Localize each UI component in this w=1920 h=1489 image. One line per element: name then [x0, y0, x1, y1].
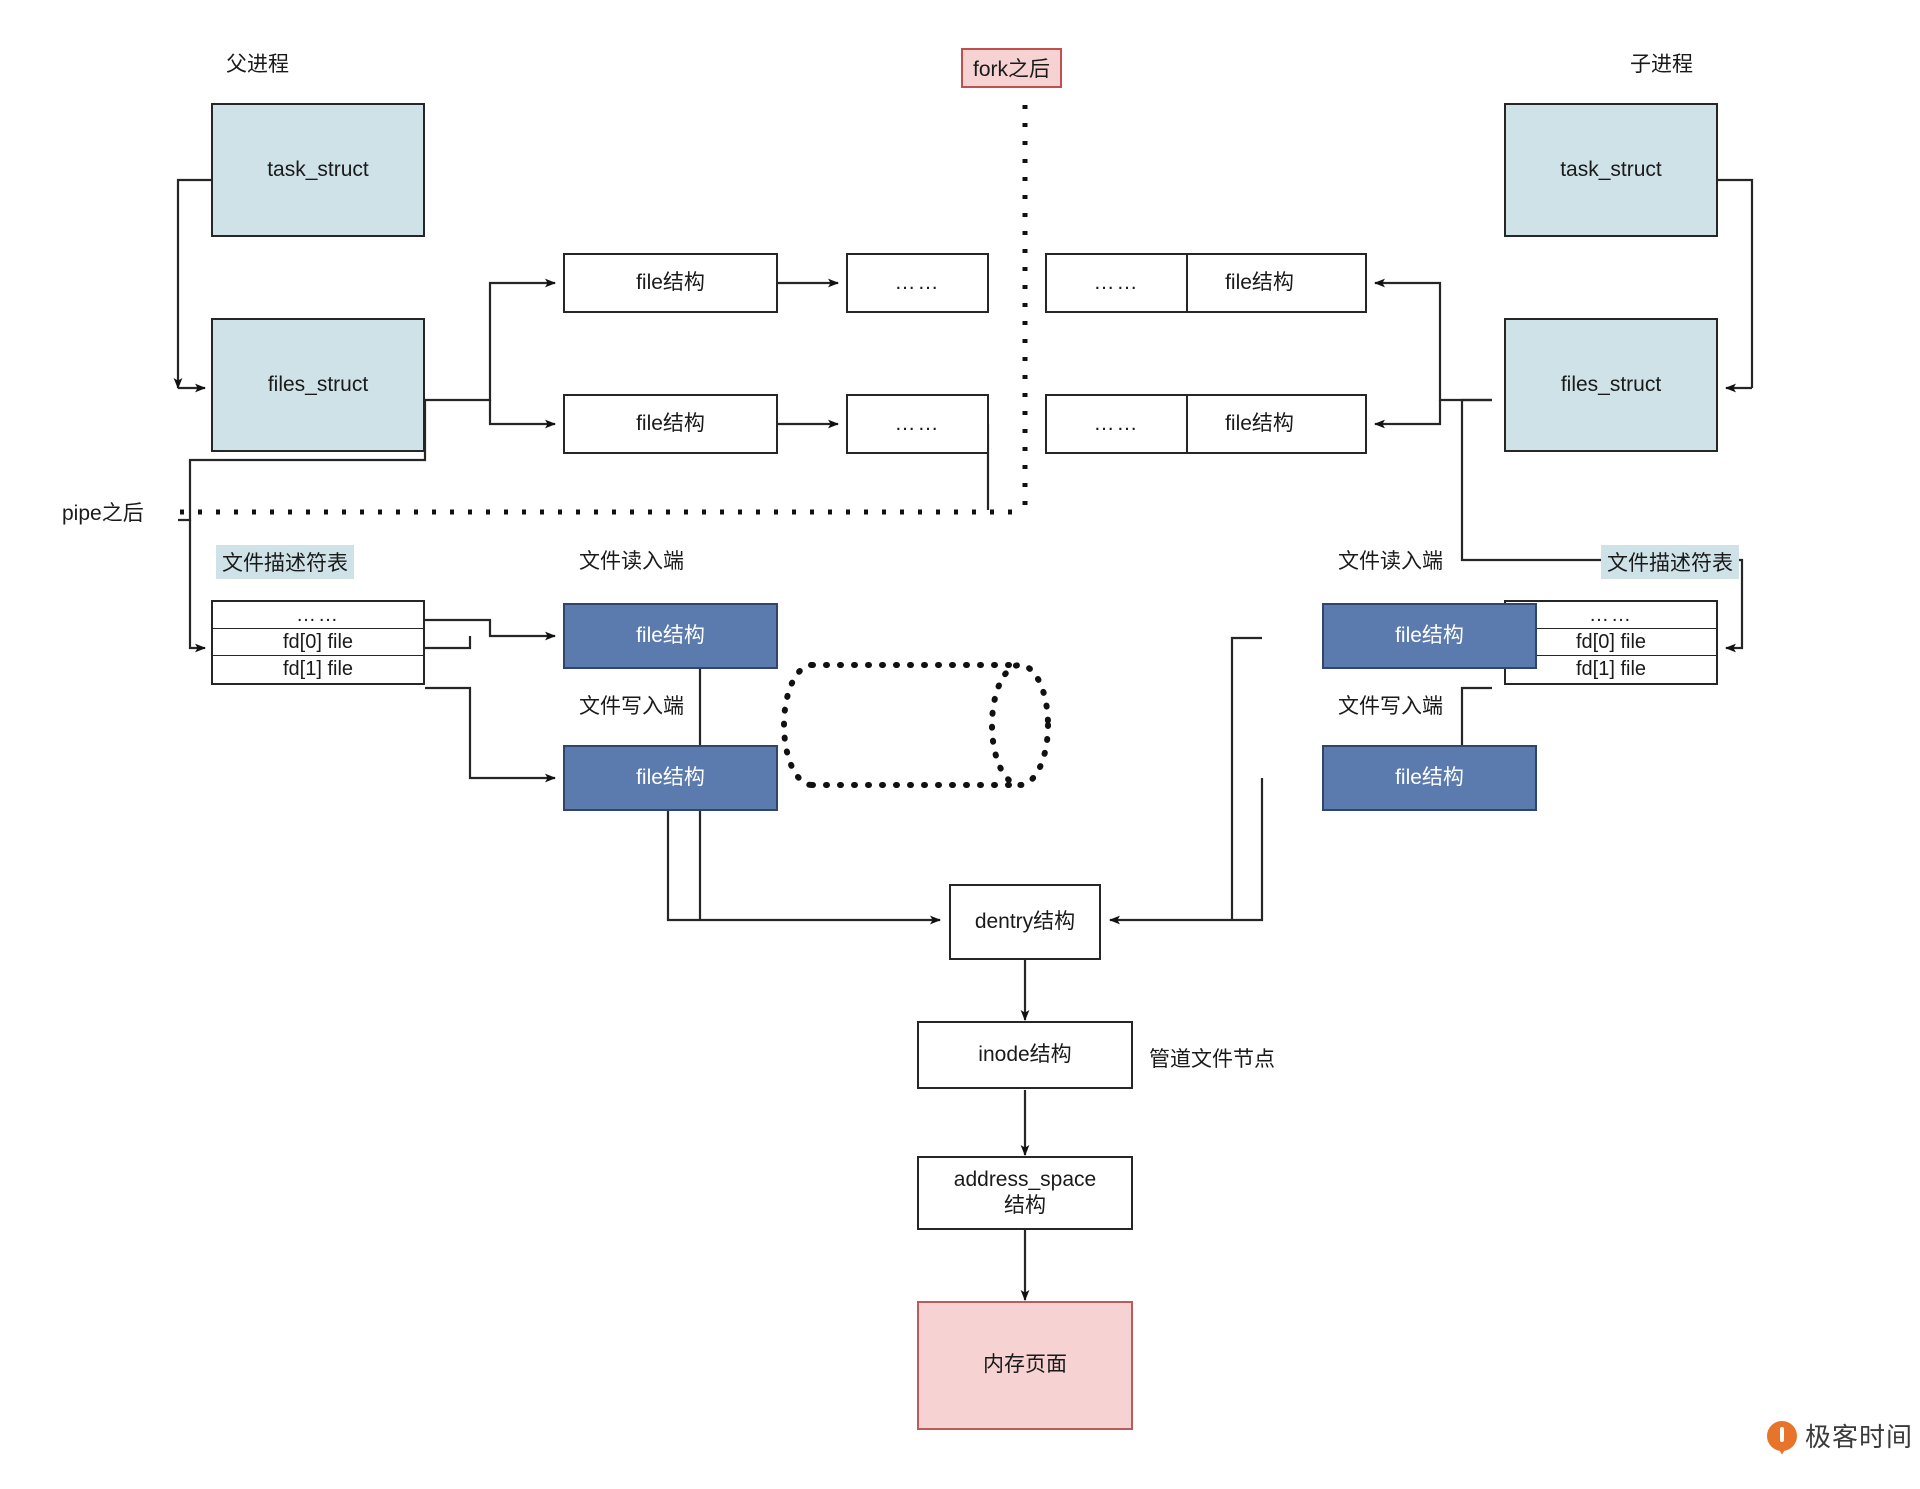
parent-task-struct-box[interactable]: task_struct — [211, 103, 425, 237]
parent-fd-row-1[interactable]: fd[1] file — [282, 658, 354, 680]
parent-write-end-caption: 文件写入端 — [579, 695, 684, 718]
child-fd-row-1[interactable]: fd[1] file — [1575, 658, 1647, 680]
parent-fd-row-0[interactable]: fd[0] file — [213, 629, 423, 656]
child-process-label: 子进程 — [1630, 53, 1693, 76]
child-task-struct-box[interactable]: task_struct — [1504, 103, 1718, 237]
geektime-watermark: 极客时间 — [1767, 1417, 1913, 1454]
parent-process-label: 父进程 — [226, 53, 289, 76]
inode-struct-box[interactable]: inode结构 — [917, 1021, 1133, 1089]
pipe-cylinder-shape — [781, 662, 1051, 788]
dentry-struct-box[interactable]: dentry结构 — [949, 884, 1101, 960]
child-fd-row-ellipsis: …… — [1506, 602, 1716, 629]
address-space-struct-box[interactable]: address_space 结构 — [917, 1156, 1133, 1230]
after-pipe-label: pipe之后 — [62, 502, 144, 525]
parent-file-struct-box-1[interactable]: file结构 — [563, 253, 778, 313]
pipe-file-node-note: 管道文件节点 — [1149, 1048, 1275, 1071]
child-write-end-caption: 文件写入端 — [1338, 695, 1443, 718]
parent-ellipsis-box-2: …… — [846, 394, 989, 454]
child-fd-table[interactable]: …… fd[0] file fd[1] file — [1504, 600, 1718, 685]
parent-fd-table[interactable]: …… fd[0] file fd[1] file — [211, 600, 425, 685]
child-read-end-caption: 文件读入端 — [1338, 550, 1443, 573]
parent-write-end-file-struct[interactable]: file结构 — [563, 745, 778, 811]
parent-fd-row-ellipsis: …… — [213, 602, 423, 629]
child-ellipsis-box-1: …… — [1045, 253, 1188, 313]
child-read-end-file-struct[interactable]: file结构 — [1322, 603, 1537, 669]
child-write-end-file-struct[interactable]: file结构 — [1322, 745, 1537, 811]
parent-read-end-file-struct[interactable]: file结构 — [563, 603, 778, 669]
geektime-brand-text: 极客时间 — [1805, 1422, 1914, 1452]
child-ellipsis-box-2: …… — [1045, 394, 1188, 454]
child-fd-row-0[interactable]: fd[0] file — [1506, 629, 1716, 656]
parent-read-end-caption: 文件读入端 — [579, 550, 684, 573]
parent-fd-table-caption: 文件描述符表 — [216, 545, 354, 579]
child-files-struct-box[interactable]: files_struct — [1504, 318, 1718, 452]
child-fd-table-caption: 文件描述符表 — [1601, 545, 1739, 579]
memory-page-box[interactable]: 内存页面 — [917, 1301, 1133, 1430]
geektime-logo-icon — [1767, 1420, 1797, 1451]
parent-ellipsis-box-1: …… — [846, 253, 989, 313]
parent-file-struct-box-2[interactable]: file结构 — [563, 394, 778, 454]
after-fork-label: fork之后 — [961, 48, 1063, 88]
parent-files-struct-box[interactable]: files_struct — [211, 318, 425, 452]
